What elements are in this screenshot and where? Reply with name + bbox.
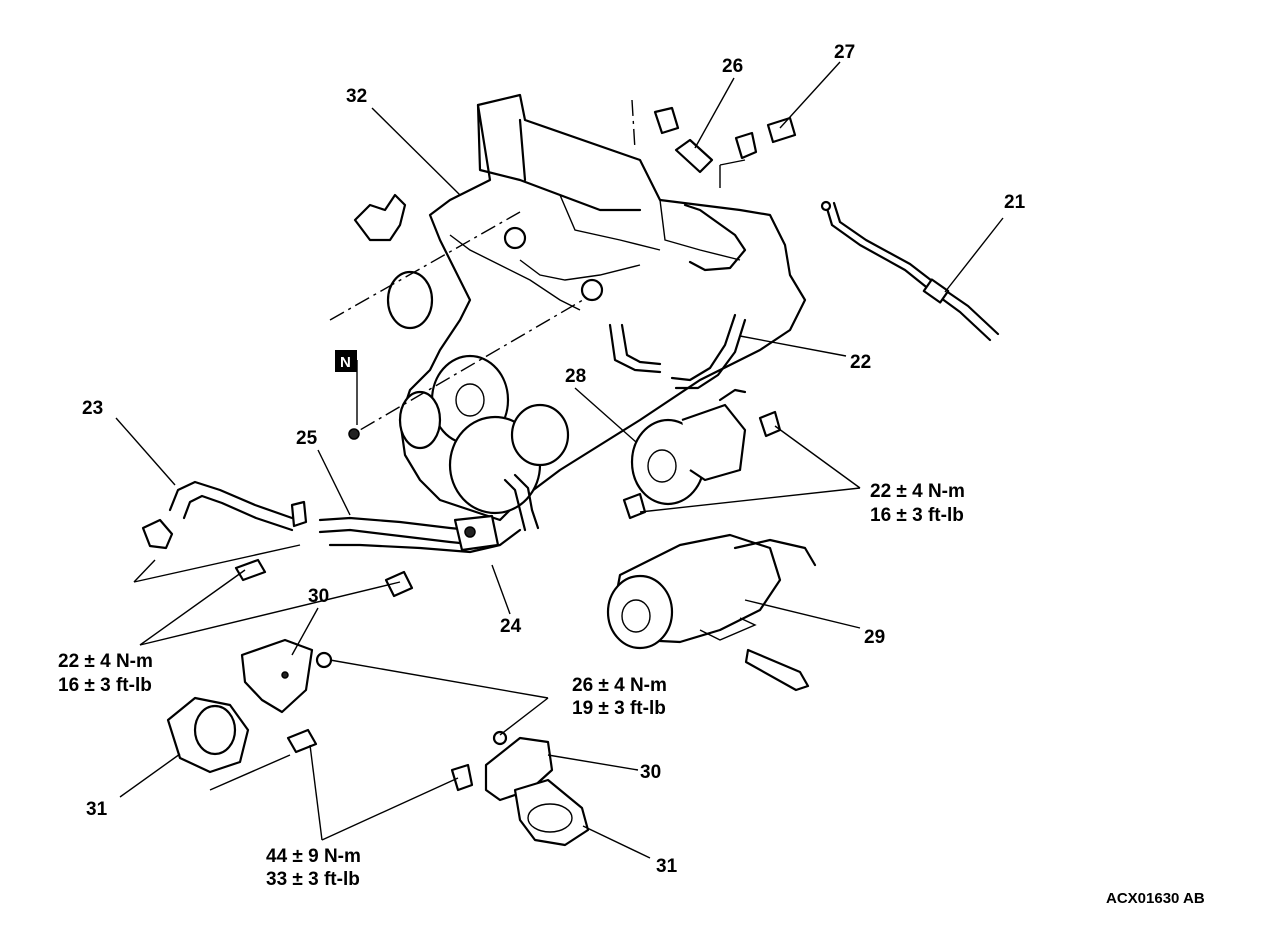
- callout-24: 24: [500, 616, 522, 637]
- callout-29: 29: [864, 627, 885, 648]
- torque-specs: 22 ± 4 N-m 16 ± 3 ft-lb 22 ± 4 N-m 16 ± …: [58, 481, 965, 890]
- engine-mount-right: [450, 730, 590, 847]
- fittings-26-27: [653, 106, 797, 188]
- callout-numbers: 32 26 27 21 22 23 25 28 24 29 30 30 31 3…: [82, 42, 1026, 877]
- cable-21: [820, 200, 1000, 342]
- torque-mount-nm: 44 ± 9 N-m: [266, 846, 361, 867]
- callout-30-upper: 30: [308, 586, 329, 607]
- callout-31-left: 31: [86, 799, 108, 820]
- torque-mount-ftlb: 33 ± 3 ft-lb: [266, 869, 360, 890]
- callout-27: 27: [834, 42, 855, 63]
- callout-26: 26: [722, 56, 743, 77]
- torque-bracket-nm: 26 ± 4 N-m: [572, 675, 667, 696]
- callout-32: 32: [346, 86, 367, 107]
- power-steering-pump-28: [622, 388, 782, 520]
- marker-n: N: [335, 350, 357, 372]
- callout-28: 28: [565, 366, 586, 387]
- figure-code: ACX01630 AB: [1106, 890, 1205, 907]
- engine-assembly: [329, 93, 807, 522]
- pressure-pipe-25: [234, 428, 540, 598]
- callout-31-right: 31: [656, 856, 678, 877]
- callout-25: 25: [296, 428, 318, 449]
- ac-compressor-29: [606, 533, 817, 692]
- callout-21: 21: [1004, 192, 1026, 213]
- torque-fitting-nm: 22 ± 4 N-m: [58, 651, 153, 672]
- svg-text:N: N: [340, 354, 351, 371]
- torque-fitting-ftlb: 16 ± 3 ft-lb: [58, 675, 152, 696]
- leader-lines: [115, 61, 1004, 859]
- callout-30-lower: 30: [640, 762, 661, 783]
- torque-pump-ftlb: 16 ± 3 ft-lb: [870, 505, 964, 526]
- torque-bracket-ftlb: 19 ± 3 ft-lb: [572, 698, 666, 719]
- callout-22: 22: [850, 352, 871, 373]
- torque-pump-nm: 22 ± 4 N-m: [870, 481, 965, 502]
- hose-23: [133, 480, 308, 583]
- callout-23: 23: [82, 398, 103, 419]
- engine-mount-left: [166, 638, 333, 791]
